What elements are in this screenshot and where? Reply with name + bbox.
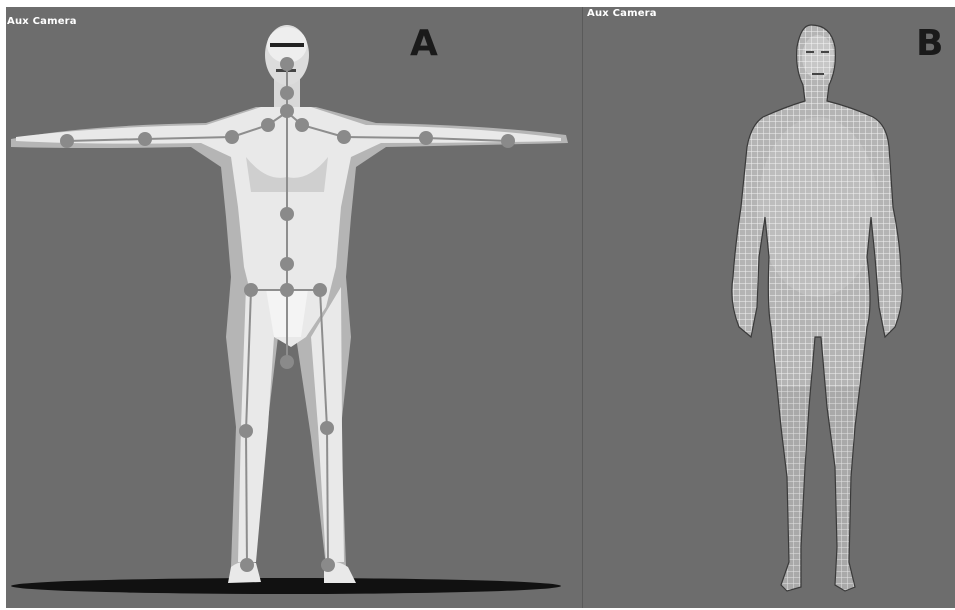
viewport-b[interactable]: Aux Camera B bbox=[582, 7, 955, 608]
joint-shoulder-left bbox=[337, 130, 351, 144]
joint-chest bbox=[280, 104, 294, 118]
joint-shoulder-right bbox=[225, 130, 239, 144]
joint-groin bbox=[280, 355, 294, 369]
joint-ankle-left bbox=[321, 558, 335, 572]
joint-clavicle-right bbox=[261, 118, 275, 132]
joint-knee-left bbox=[320, 421, 334, 435]
skeleton-bones bbox=[67, 64, 508, 565]
joint-knee-right bbox=[239, 424, 253, 438]
joint-pelvis bbox=[280, 283, 294, 297]
joint-head bbox=[280, 57, 294, 71]
rigged-figure-illustration bbox=[6, 7, 582, 608]
joint-hip-left bbox=[313, 283, 327, 297]
joint-elbow-left bbox=[419, 131, 433, 145]
joint-hip-right bbox=[244, 283, 258, 297]
joint-wrist-left bbox=[501, 134, 515, 148]
joint-elbow-right bbox=[138, 132, 152, 146]
joint-neck bbox=[280, 86, 294, 100]
joint-ankle-right bbox=[240, 558, 254, 572]
ground-shadow bbox=[11, 578, 561, 594]
joint-lower-spine bbox=[280, 257, 294, 271]
viewport-a[interactable]: Aux Camera A bbox=[6, 7, 582, 608]
wireframe-figure-illustration bbox=[583, 7, 955, 608]
joint-spine bbox=[280, 207, 294, 221]
joint-clavicle-left bbox=[295, 118, 309, 132]
wireframe-mesh bbox=[723, 17, 913, 597]
joint-wrist-right bbox=[60, 134, 74, 148]
